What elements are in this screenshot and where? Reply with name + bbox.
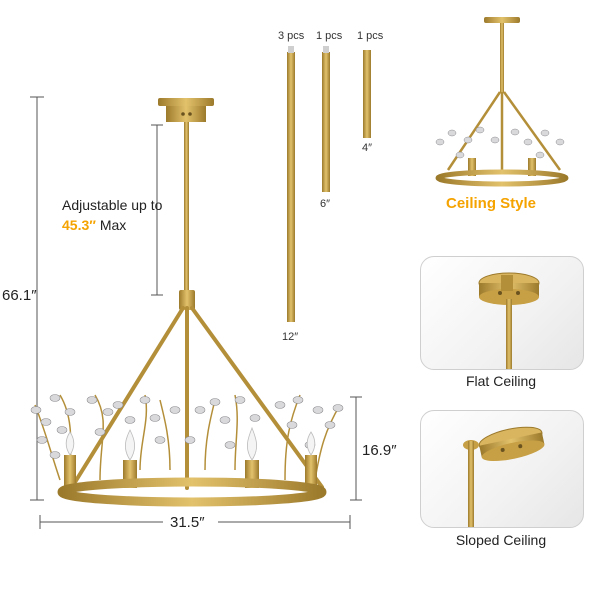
ceiling-style-thumbnail xyxy=(435,17,569,187)
support-arms xyxy=(70,306,324,490)
sloped-ceiling-icon xyxy=(463,426,545,527)
total-height-label: 66.1″ xyxy=(2,287,37,304)
body-height-label: 16.9″ xyxy=(362,442,397,459)
canopy xyxy=(158,98,214,122)
rod-count-label: 3 pcs xyxy=(278,30,305,42)
rod-count-label: 1 pcs xyxy=(316,30,343,42)
rod-count-label: 1 pcs xyxy=(357,30,384,42)
width-label: 31.5″ xyxy=(170,514,205,531)
base-ring xyxy=(57,477,327,507)
hub xyxy=(179,290,195,310)
height-dimension-line xyxy=(30,96,44,501)
adjustable-value: 45.3″ xyxy=(62,217,96,233)
sloped-ceiling-label: Sloped Ceiling xyxy=(455,532,547,548)
sloped-ceiling-card xyxy=(420,410,584,528)
rod-length-label: 4″ xyxy=(362,142,373,154)
adjustable-note: Adjustable up to 45.3″ Max xyxy=(62,195,192,235)
rod-length-label: 6″ xyxy=(320,198,331,210)
adjustable-suffix: Max xyxy=(99,217,127,233)
flat-ceiling-icon xyxy=(478,272,540,369)
down-rod xyxy=(184,122,189,292)
rod-length-label: 12″ xyxy=(282,331,299,343)
extension-rods xyxy=(287,46,371,322)
flat-ceiling-card xyxy=(420,256,584,370)
adjustable-prefix: Adjustable up to xyxy=(62,197,163,213)
ceiling-style-title: Ceiling Style xyxy=(446,195,537,212)
flat-ceiling-label: Flat Ceiling xyxy=(465,373,537,389)
body-height-dimension-line xyxy=(350,396,362,501)
adjustable-dimension-line xyxy=(151,124,163,296)
width-dimension-line xyxy=(39,515,351,529)
